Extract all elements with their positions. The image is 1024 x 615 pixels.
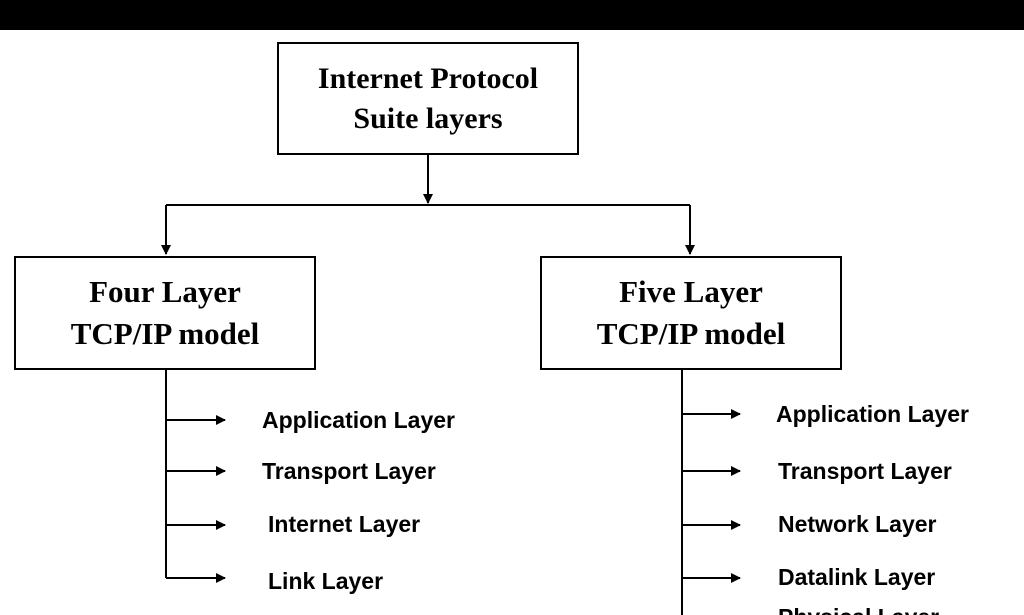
top-black-bar xyxy=(0,0,1024,30)
five-layer-item-application: Application Layer xyxy=(776,401,969,427)
four-layer-title-line2: TCP/IP model xyxy=(70,316,260,351)
five-layer-item-datalink: Datalink Layer xyxy=(778,564,936,590)
five-layer-item-physical: Physical Layer xyxy=(778,603,939,615)
root-node-box: Internet Protocol Suite layers xyxy=(277,42,579,155)
five-layer-item-transport: Transport Layer xyxy=(778,458,952,484)
four-layer-model-box: Four Layer TCP/IP model xyxy=(14,256,316,370)
four-layer-title-line1: Four Layer xyxy=(89,274,241,309)
five-layer-model-box: Five Layer TCP/IP model xyxy=(540,256,842,370)
five-layer-title-line1: Five Layer xyxy=(619,274,763,309)
five-layer-item-network: Network Layer xyxy=(778,511,937,537)
five-layer-title-line2: TCP/IP model xyxy=(596,316,786,351)
four-layer-item-transport: Transport Layer xyxy=(262,458,436,484)
four-layer-item-application: Application Layer xyxy=(262,407,455,433)
four-layer-item-link: Link Layer xyxy=(268,568,384,594)
root-node-title-line1: Internet Protocol xyxy=(317,61,539,95)
four-layer-item-internet: Internet Layer xyxy=(268,511,421,537)
root-node-title-line2: Suite layers xyxy=(353,101,503,135)
